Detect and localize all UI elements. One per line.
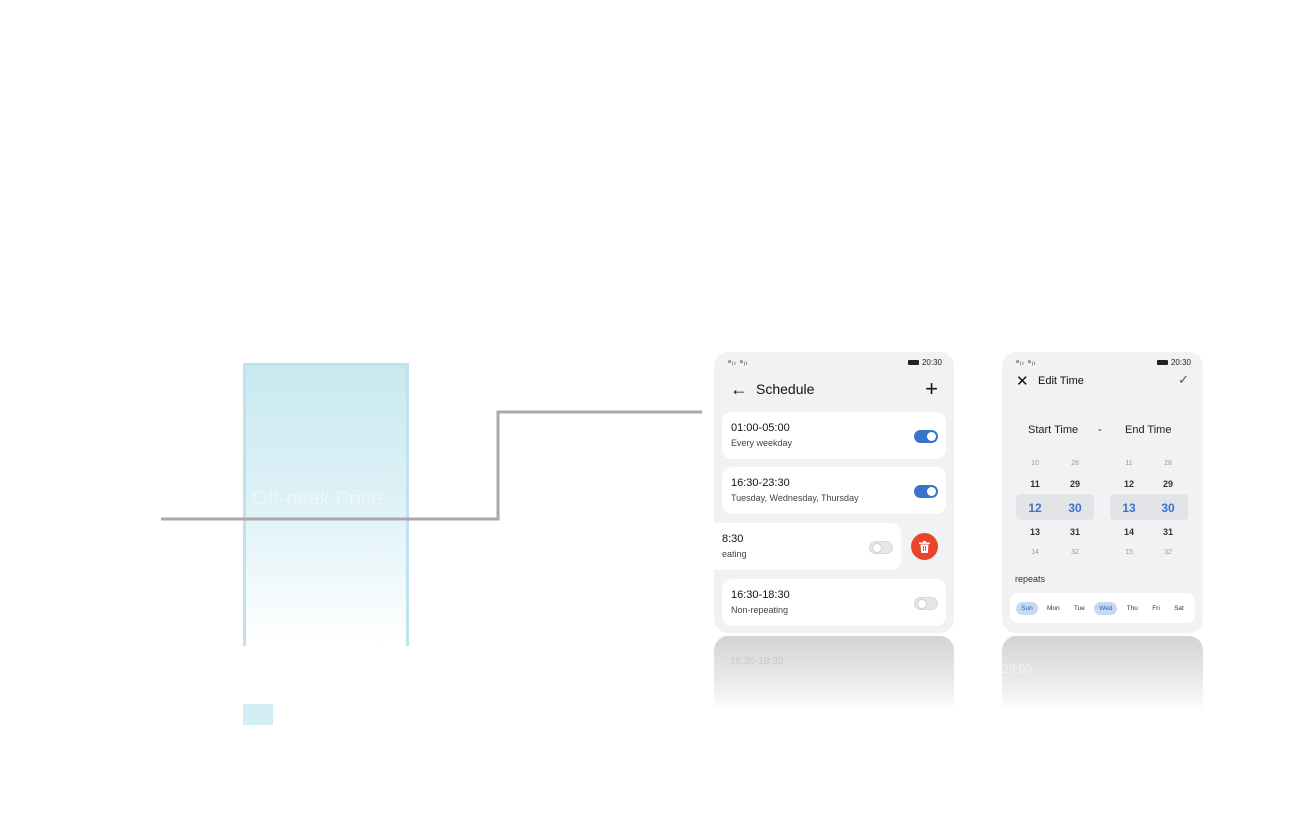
edit-time-header: ✕ Edit Time xyxy=(1016,372,1084,390)
repeats-label: repeats xyxy=(1015,574,1046,584)
picker-value: 31 xyxy=(1162,527,1173,537)
day-chip-thu[interactable]: Thu xyxy=(1126,604,1138,612)
day-chip-sun[interactable]: Sun xyxy=(1016,601,1038,615)
picker-value: 32 xyxy=(1164,549,1172,556)
schedule-header: ← Schedule + xyxy=(730,378,938,400)
end-hour-picker[interactable]: 11 12 13 14 15 xyxy=(1119,455,1139,562)
schedule-toggle[interactable] xyxy=(869,541,893,554)
status-time: 20:30 xyxy=(1170,357,1191,367)
start-minute-picker[interactable]: 28 29 30 31 32 xyxy=(1065,455,1085,562)
picker-value: 14 xyxy=(1031,549,1039,556)
signal-icon: ᵃᵢₗ ᵃᵢₗ xyxy=(1016,357,1037,367)
status-bar: ᵃᵢₗ ᵃᵢₗ 20:30 xyxy=(728,357,942,367)
picker-value: 28 xyxy=(1071,460,1079,467)
trash-icon xyxy=(919,540,930,553)
schedule-time: 01:00-05:00 xyxy=(731,422,790,434)
status-bar: ᵃᵢₗ ᵃᵢₗ 20:30 xyxy=(1016,357,1191,367)
edit-time-screen: ᵃᵢₗ ᵃᵢₗ 20:30 ✕ Edit Time ✓ Start Time -… xyxy=(1002,352,1203,633)
picker-value: 28 xyxy=(1164,460,1172,467)
end-minute-picker[interactable]: 28 29 30 31 32 xyxy=(1158,455,1178,562)
picker-value: 14 xyxy=(1123,527,1134,537)
schedule-item[interactable]: 01:00-05:00 Every weekday xyxy=(722,412,946,459)
page-title: Edit Time xyxy=(1038,375,1084,387)
signal-icon: ᵃᵢₗ ᵃᵢₗ xyxy=(728,357,749,367)
schedule-time: 8:30 xyxy=(722,533,744,545)
repeat-day-selector: Sun Mon Tue Wed Thu Fri Sat xyxy=(1010,593,1195,623)
day-chip-mon[interactable]: Mon xyxy=(1047,604,1060,612)
offpeak-price-label: Off-peak Price xyxy=(252,488,383,510)
battery-icon xyxy=(907,359,919,365)
back-arrow-icon[interactable]: ← xyxy=(730,378,748,399)
status-time: 20:30 xyxy=(921,357,942,367)
start-selection-band xyxy=(1016,494,1094,520)
close-icon[interactable]: ✕ xyxy=(1016,373,1029,390)
picker-value: 31 xyxy=(1069,527,1080,537)
day-chip-wed[interactable]: Wed xyxy=(1094,601,1118,615)
schedule-repeat: Non-repeating xyxy=(731,605,789,615)
end-time-label: End Time xyxy=(1125,424,1172,436)
picker-value: 15 xyxy=(1125,549,1133,556)
schedule-repeat: Tuesday, Wednesday, Thursday xyxy=(731,493,859,503)
picker-selected-value: 13 xyxy=(1122,501,1136,515)
picker-selected-value: 30 xyxy=(1068,501,1082,515)
schedule-repeat: Every weekday xyxy=(731,438,793,448)
schedule-item[interactable]: 16:30-23:30 Tuesday, Wednesday, Thursday xyxy=(722,467,946,514)
schedule-toggle[interactable] xyxy=(914,597,938,610)
day-chip-sat[interactable]: Sat xyxy=(1174,604,1184,612)
picker-value: 32 xyxy=(1071,549,1079,556)
schedule-toggle[interactable] xyxy=(914,485,938,498)
add-schedule-icon[interactable]: + xyxy=(925,376,938,401)
schedule-item-swiped[interactable]: 8:30 eating xyxy=(714,523,901,570)
picker-value: 13 xyxy=(1029,527,1040,537)
picker-selected-value: 30 xyxy=(1161,501,1175,515)
picker-value: 11 xyxy=(1125,460,1133,467)
picker-selected-value: 12 xyxy=(1028,501,1042,515)
battery-icon xyxy=(1156,359,1168,365)
legend-swatch xyxy=(243,704,273,725)
picker-value: 10 xyxy=(1031,460,1039,467)
price-step-path xyxy=(161,410,702,521)
reflection-time-label: 23:00 xyxy=(1002,662,1033,676)
day-chip-tue[interactable]: Tue xyxy=(1073,604,1085,612)
time-separator: - xyxy=(1098,424,1102,436)
confirm-check-icon[interactable]: ✓ xyxy=(1178,372,1189,387)
picker-value: 12 xyxy=(1123,479,1134,489)
reflection-ghost-text: 16:30-18:30 xyxy=(730,656,784,667)
start-hour-picker[interactable]: 10 11 12 13 14 xyxy=(1025,455,1045,562)
picker-value: 29 xyxy=(1069,479,1080,489)
schedule-repeat: eating xyxy=(722,549,747,559)
schedule-toggle[interactable] xyxy=(914,430,938,443)
schedule-time: 16:30-18:30 xyxy=(731,589,790,601)
schedule-item[interactable]: 16:30-18:30 Non-repeating xyxy=(722,579,946,626)
schedule-screen: ᵃᵢₗ ᵃᵢₗ 20:30 ← Schedule + 01:00-05:00 E… xyxy=(714,352,954,633)
offpeak-price-band xyxy=(243,363,409,646)
page-title: Schedule xyxy=(756,381,815,397)
delete-button[interactable] xyxy=(911,533,938,560)
schedule-time: 16:30-23:30 xyxy=(731,477,790,489)
edit-time-screen-reflection xyxy=(1002,636,1203,712)
picker-value: 11 xyxy=(1030,479,1040,489)
end-selection-band xyxy=(1110,494,1188,520)
day-chip-fri[interactable]: Fri xyxy=(1152,604,1160,612)
schedule-screen-reflection: 16:30-18:30 xyxy=(714,636,954,712)
picker-value: 29 xyxy=(1162,479,1173,489)
start-time-label: Start Time xyxy=(1028,424,1079,436)
